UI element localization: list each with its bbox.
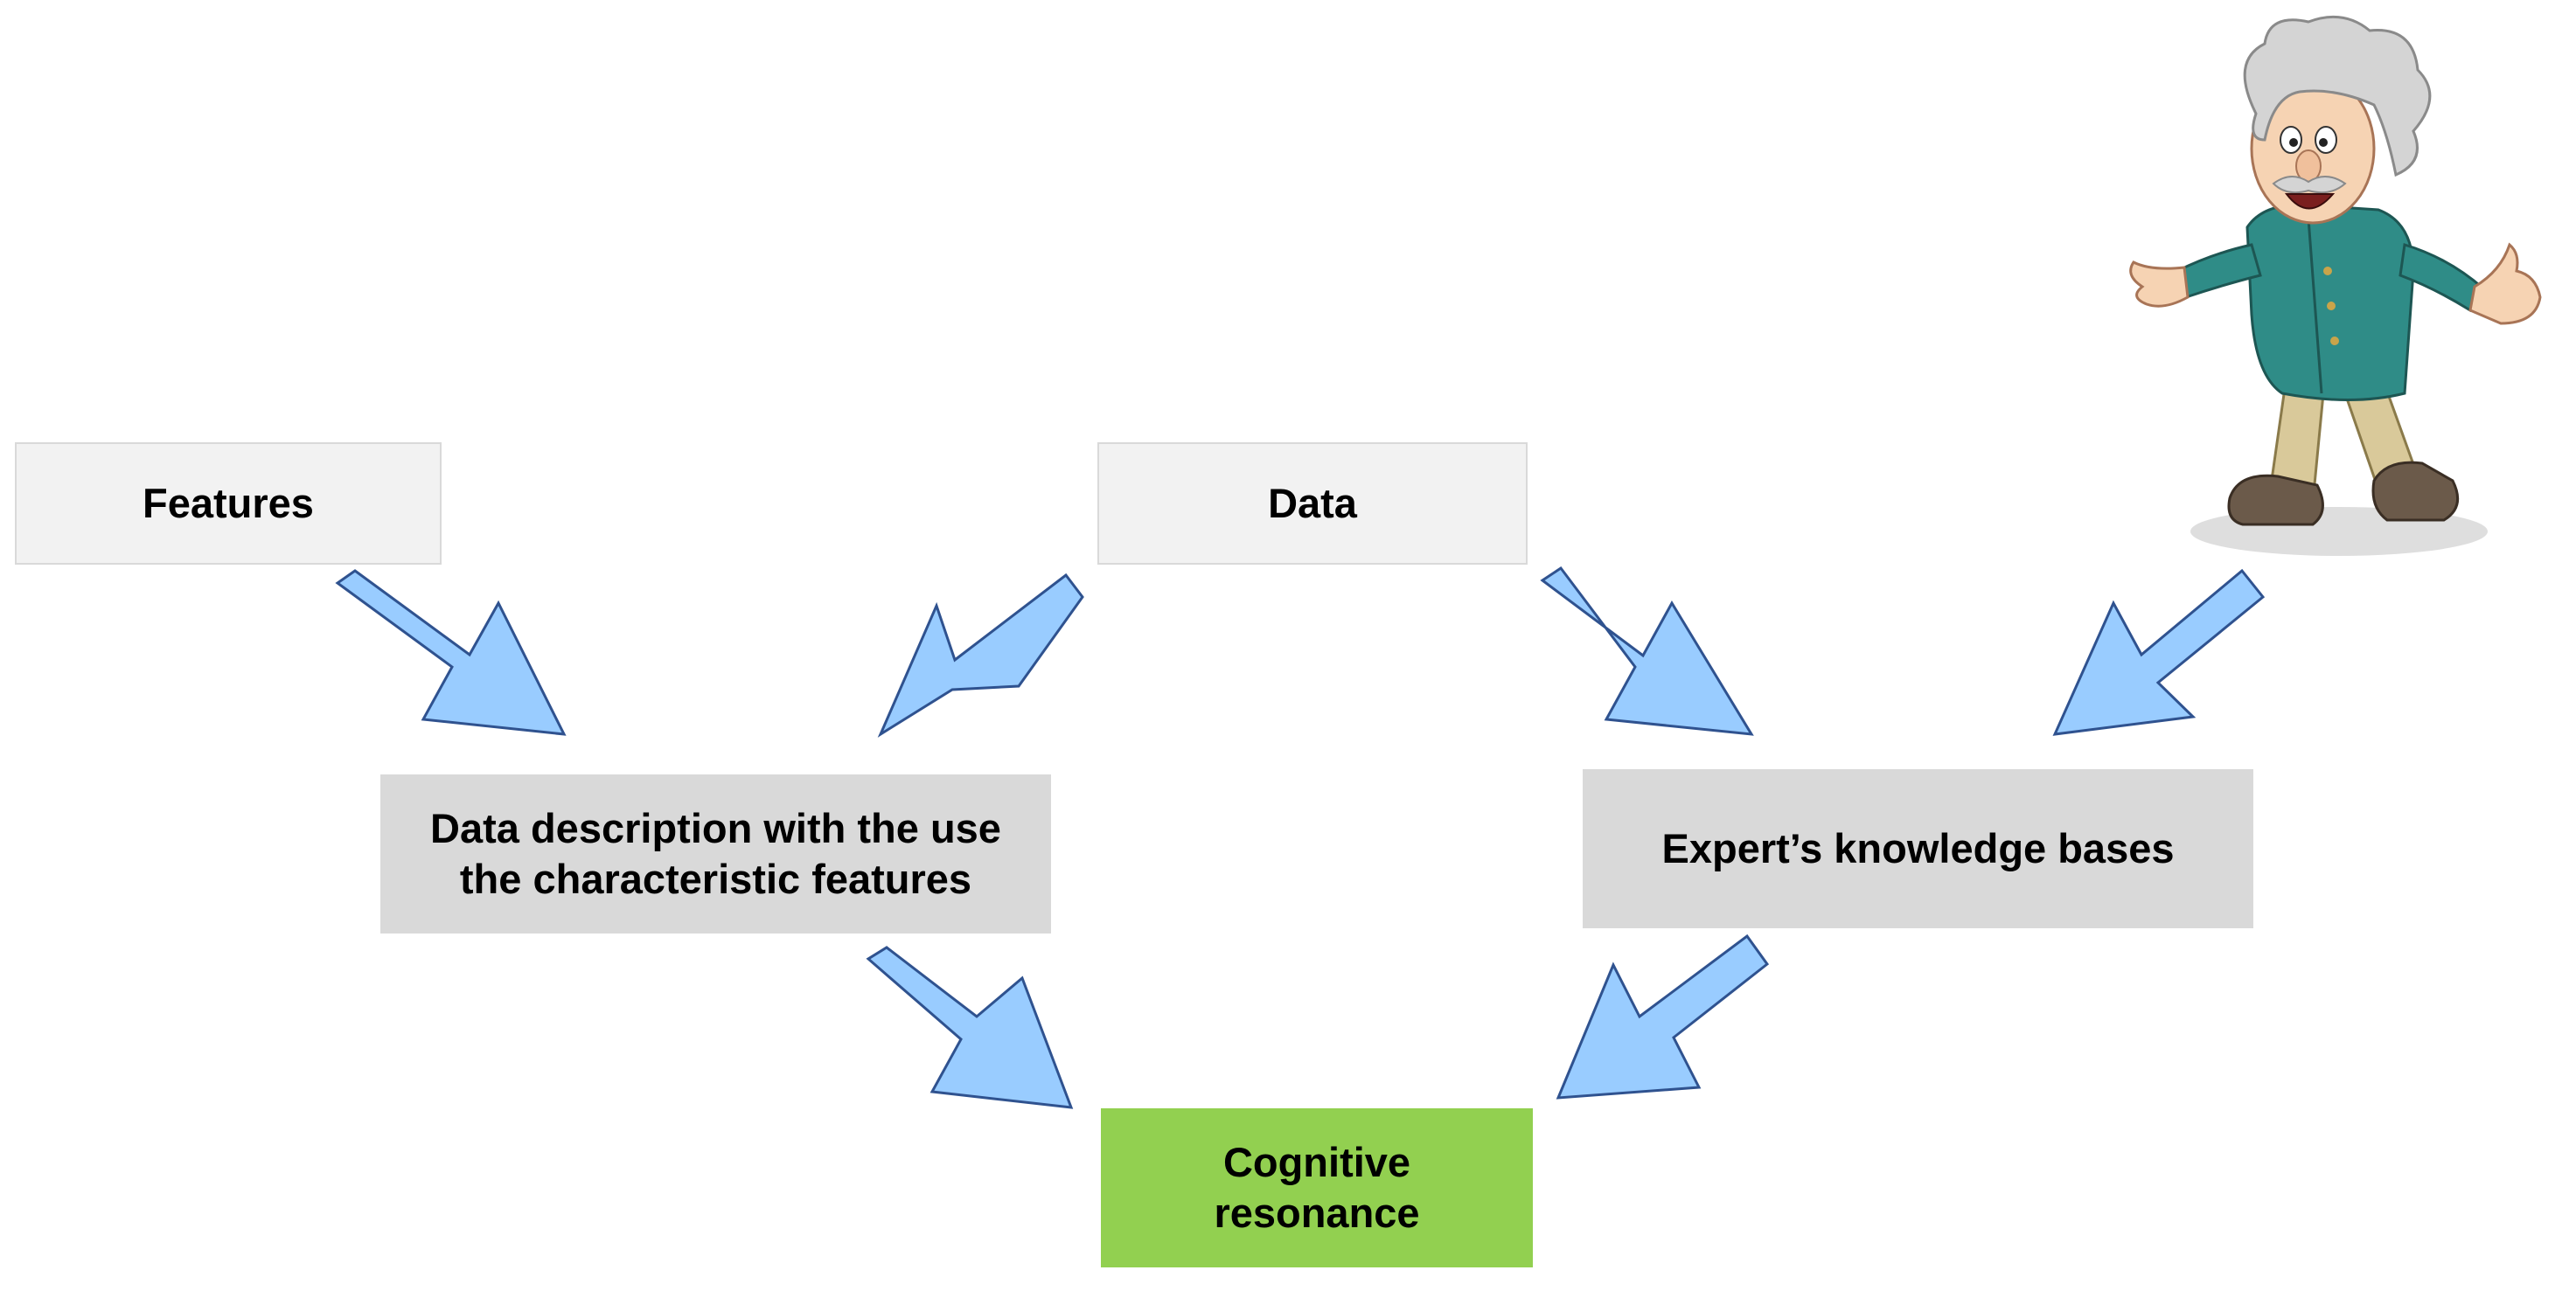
node-data-label: Data	[1268, 480, 1357, 526]
node-cognitive-resonance-label: Cognitive resonance	[1214, 1139, 1420, 1236]
node-data-description: Data description with the use the charac…	[380, 774, 1051, 934]
arrow-data-to-expert	[1540, 566, 1754, 736]
node-cognitive-resonance: Cognitive resonance	[1101, 1108, 1533, 1267]
arrow-scientist-to-expert	[2052, 568, 2266, 736]
cartoon-scientist-illustration	[2129, 15, 2542, 556]
node-features: Features	[15, 442, 442, 565]
node-expert-knowledge: Expert’s knowledge bases	[1583, 769, 2253, 928]
node-expert-knowledge-label: Expert’s knowledge bases	[1661, 825, 2175, 871]
arrow-features-to-description	[335, 569, 567, 736]
arrow-data-to-description	[877, 573, 1084, 738]
arrow-description-to-cognitive	[866, 946, 1074, 1109]
node-features-label: Features	[143, 480, 314, 526]
node-data-description-label: Data description with the use the charac…	[430, 805, 1001, 902]
node-data: Data	[1097, 442, 1528, 565]
arrow-expert-to-cognitive	[1556, 934, 1770, 1100]
